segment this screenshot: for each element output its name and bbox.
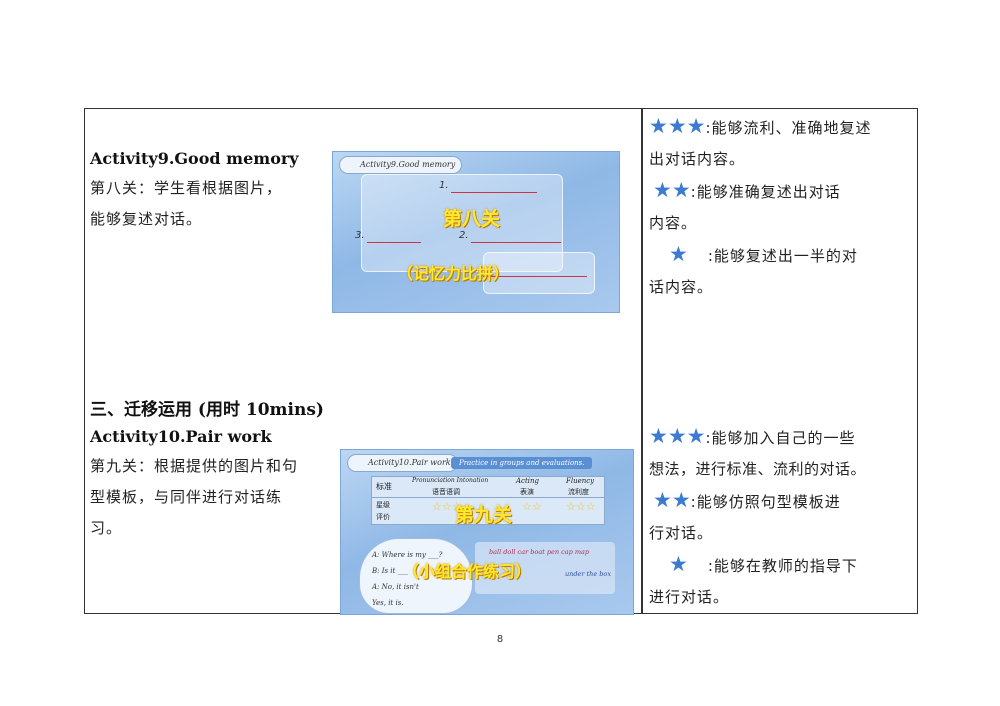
slide-eval-cell: 标准	[376, 482, 392, 491]
activity9-desc-line: 能够复述对话。	[90, 210, 203, 228]
slide-blank-line	[451, 192, 537, 193]
slide-blank-label: 2.	[459, 230, 469, 241]
slide-blank-label: 1.	[439, 180, 449, 191]
criteria-text: 想法，进行标准、流利的对话。	[649, 460, 867, 478]
activity9-title: Activity9.Good memory	[90, 149, 299, 168]
slide-blank-label: 3.	[355, 230, 365, 241]
slide-eval-cell: 表演	[520, 488, 534, 496]
activity10-description: 第九关：根据提供的图片和句 型模板，与同伴进行对话练 习。	[90, 451, 298, 544]
slide-word-box: ball doll car boat pen cap map under the…	[475, 542, 615, 594]
criteria-text: 话内容。	[649, 278, 714, 296]
criteria-text: 行对话。	[649, 524, 714, 542]
activity10-title: Activity10.Pair work	[90, 427, 272, 446]
slide-tab: Activity10.Pair work	[347, 454, 458, 472]
two-star-icon: ★★	[653, 488, 691, 512]
slide-picture-panel	[483, 252, 595, 294]
column-divider	[641, 109, 643, 613]
criteria-one-star: ★ :能够复述出一半的对	[649, 239, 911, 272]
one-star-icon: ★	[669, 552, 688, 576]
slide-background	[333, 152, 619, 312]
three-star-icon: ★★★	[649, 114, 706, 138]
slide-dialog-line: B: Is it ___	[372, 567, 409, 575]
criteria-text: 出对话内容。	[649, 150, 746, 168]
slide-eval-cell: Pronunciation Intonation	[412, 477, 489, 484]
criteria-three-stars: ★★★:能够加入自己的一些	[649, 421, 911, 454]
criteria-text: :能够仿照句型模板进	[690, 493, 841, 511]
slide-phrase: under the box	[565, 570, 612, 578]
one-star-icon: ★	[669, 242, 688, 266]
slide-eval-cell: 流利度	[568, 488, 589, 496]
slide-speech-bubble: A: Where is my ___? B: Is it ___ A: No, …	[359, 538, 473, 614]
slide-eval-cell: 语音语调	[432, 488, 460, 496]
slide-eval-cell: 评价	[376, 513, 390, 521]
slide-eval-body: 星级 评价 ☆☆☆ ☆☆ ☆☆☆	[371, 497, 605, 525]
criteria-text: :能够准确复述出对话	[690, 183, 841, 201]
activity10-criteria: ★★★:能够加入自己的一些 想法，进行标准、流利的对话。 ★★:能够仿照句型模板…	[649, 421, 911, 613]
criteria-text: 内容。	[649, 214, 698, 232]
activity9-slide-image: Activity9.Good memory 1. 3. 2. 第八关 （记忆力比…	[332, 151, 620, 313]
slide-dialog-line: A: Where is my ___?	[372, 551, 443, 559]
slide-tab: Activity9.Good memory	[339, 156, 463, 174]
slide-level-subtitle: （小组合作练习）	[403, 562, 532, 581]
slide-level-title: 第八关	[443, 208, 501, 230]
slide-eval-header: 标准 Pronunciation Intonation 语音语调 Acting …	[371, 476, 605, 498]
activity10-desc-line: 习。	[90, 519, 123, 537]
criteria-two-stars: ★★:能够仿照句型模板进	[649, 485, 911, 518]
slide-star-icons: ☆☆☆	[432, 500, 462, 513]
lesson-table: Activity9.Good memory 第八关：学生看根据图片， 能够复述对…	[84, 108, 918, 615]
two-star-icon: ★★	[653, 178, 691, 202]
slide-level-subtitle: （记忆力比拼）	[397, 264, 510, 283]
criteria-text: :能够加入自己的一些	[705, 429, 856, 447]
criteria-text: :能够在教师的指导下	[707, 557, 858, 575]
slide-picture-panel	[361, 174, 563, 272]
page-number: 8	[496, 634, 504, 645]
slide-eval-cell: 星级	[376, 501, 390, 509]
criteria-text: :能够复述出一半的对	[707, 247, 858, 265]
slide-dialog: A: Where is my ___? B: Is it ___ A: No, …	[372, 547, 442, 611]
slide-words: ball doll car boat pen cap map	[489, 548, 590, 556]
slide-star-icons: ☆☆	[522, 500, 542, 513]
slide-dialog-line: Yes, it is.	[372, 599, 404, 607]
activity9-desc-line: 第八关：学生看根据图片，	[90, 179, 283, 197]
slide-blank-line	[367, 242, 421, 243]
slide-banner: Practice in groups and evaluations.	[451, 457, 593, 469]
slide-dialog-line: A: No, it isn't	[372, 583, 419, 591]
activity9-criteria: ★★★:能够流利、准确地复述 出对话内容。 ★★:能够准确复述出对话 内容。 ★…	[649, 111, 911, 303]
activity10-slide-image: Activity10.Pair work Practice in groups …	[340, 449, 634, 615]
activity10-desc-line: 第九关：根据提供的图片和句	[90, 457, 299, 475]
section-title: 三、迁移运用 (用时 10mins)	[90, 400, 324, 420]
slide-eval-cell: Acting	[516, 477, 540, 485]
slide-blank-line	[471, 242, 561, 243]
criteria-one-star: ★ :能够在教师的指导下	[649, 549, 911, 582]
slide-level-title: 第九关	[455, 504, 513, 526]
criteria-three-stars: ★★★:能够流利、准确地复述	[649, 111, 911, 144]
slide-blank-line	[483, 276, 587, 277]
slide-star-icons: ☆☆☆	[566, 500, 596, 513]
activity10-desc-line: 型模板，与同伴进行对话练	[90, 488, 283, 506]
criteria-text: :能够流利、准确地复述	[705, 119, 872, 137]
criteria-two-stars: ★★:能够准确复述出对话	[649, 175, 911, 208]
three-star-icon: ★★★	[649, 424, 706, 448]
criteria-text: 进行对话。	[649, 588, 730, 606]
activity9-description: 第八关：学生看根据图片， 能够复述对话。	[90, 173, 282, 235]
slide-eval-cell: Fluency	[566, 477, 595, 485]
